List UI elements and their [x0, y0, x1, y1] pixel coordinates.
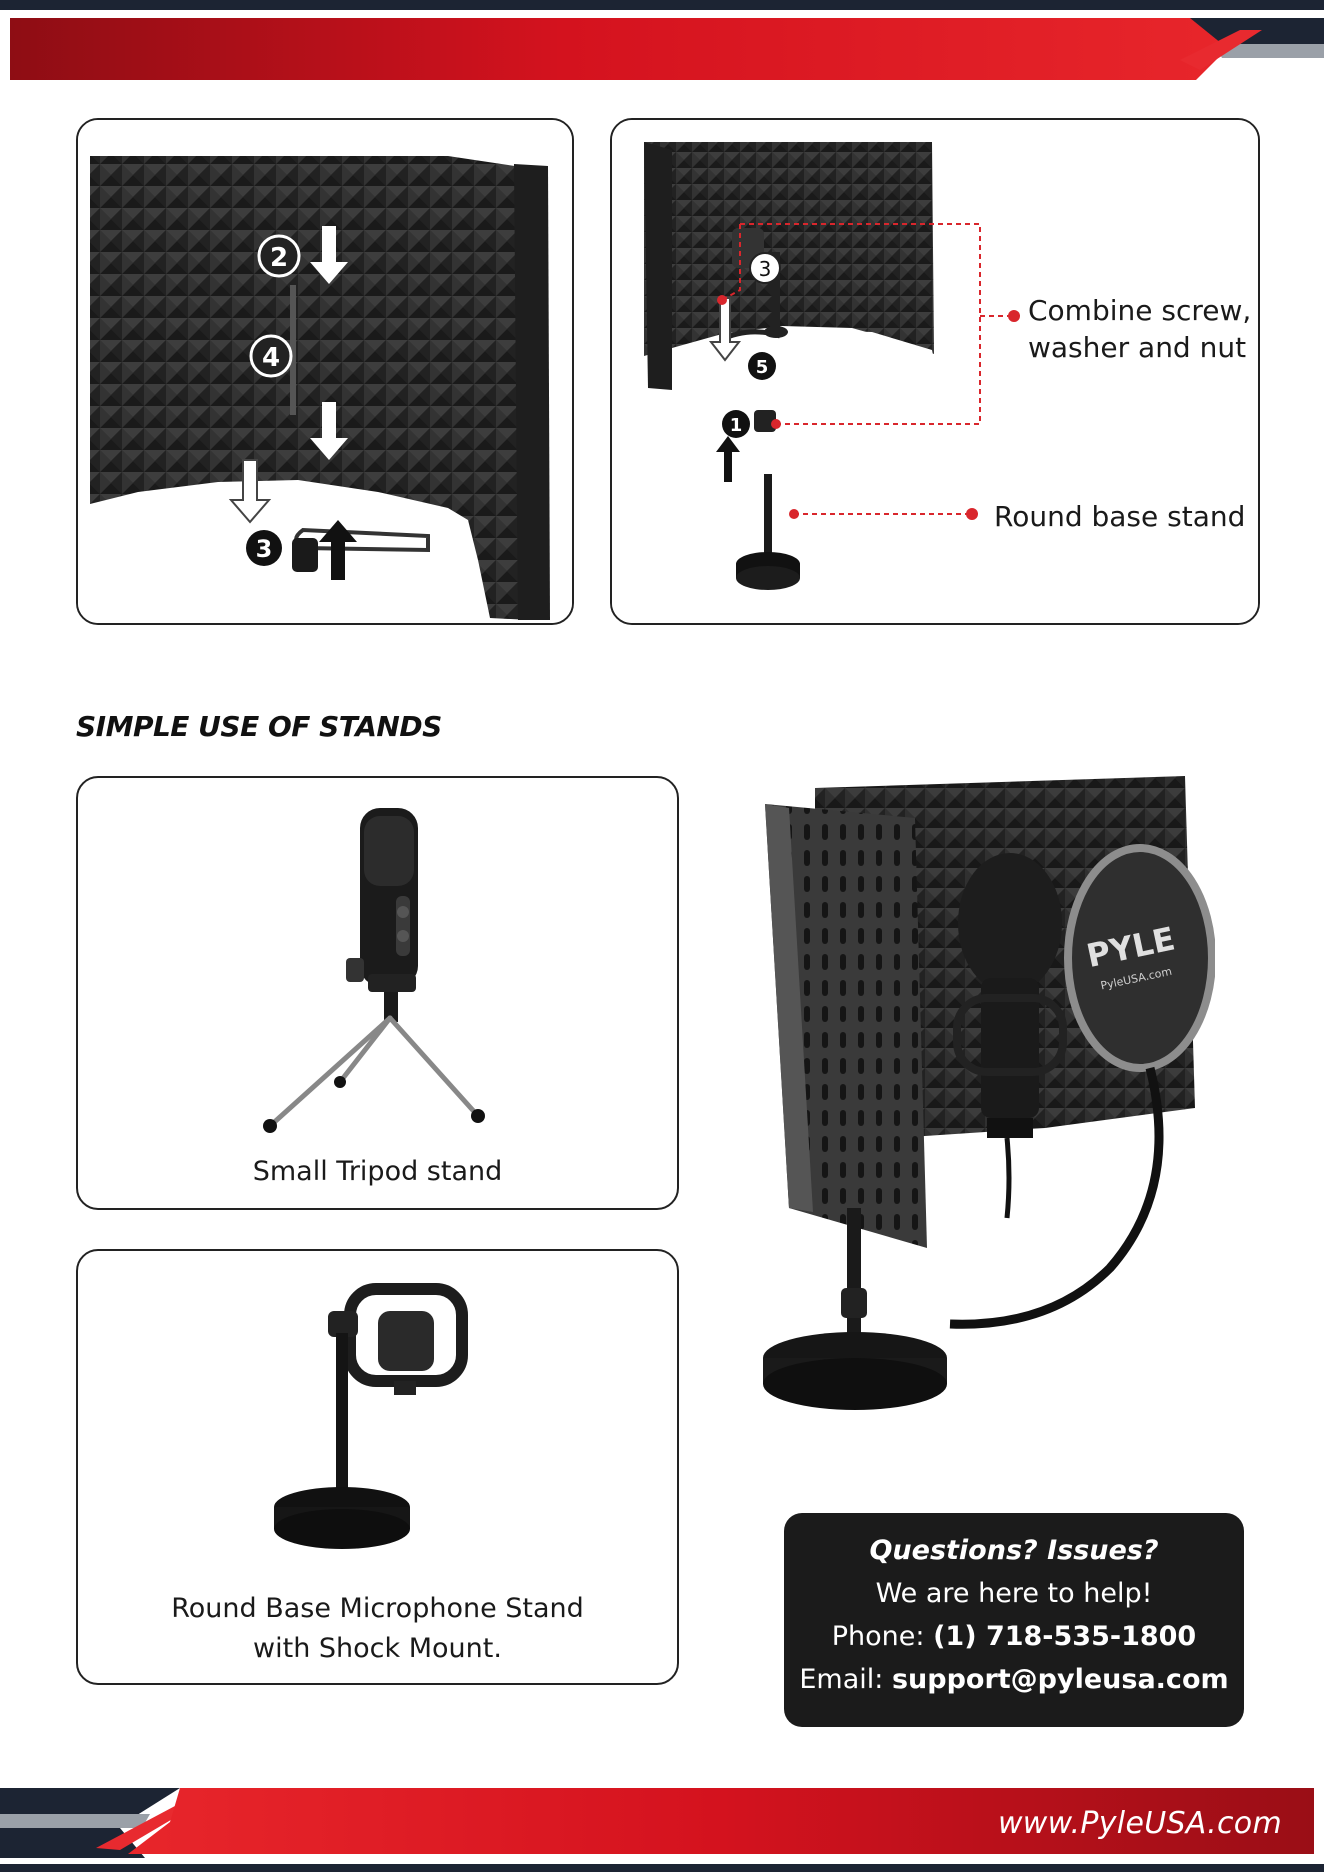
- step-label: 5: [756, 357, 769, 378]
- tripod-caption: Small Tripod stand: [78, 1152, 677, 1192]
- step-label: 1: [730, 415, 743, 436]
- assembly-step-image-right: 3 5 1 Combine screw, washer and nut Roun…: [610, 118, 1260, 625]
- round-base-caption-line2: with Shock Mount.: [78, 1629, 677, 1669]
- step-label: 3: [256, 535, 273, 563]
- callout-round-base-stand: Round base stand: [994, 498, 1254, 535]
- assembly-step-image-left: 2 4 3: [76, 118, 574, 625]
- round-base-stand-image: [78, 1251, 679, 1581]
- support-title: Questions? Issues?: [784, 1529, 1244, 1572]
- callout-combine-screw: Combine screw, washer and nut: [1028, 292, 1258, 366]
- phone-number-link[interactable]: (1) 718-535-1800: [933, 1621, 1196, 1652]
- header-band: [0, 0, 1324, 82]
- tripod-microphone-image: [78, 778, 679, 1158]
- round-base-caption: Round Base Microphone Stand with Shock M…: [78, 1589, 677, 1669]
- step-label: 2: [270, 243, 288, 273]
- mount-assembly-illustration: 3 5 1: [612, 120, 1260, 625]
- isolation-shield-product-image: PYLE PyleUSA.com: [745, 768, 1215, 1448]
- phone-label: Phone:: [832, 1621, 933, 1652]
- section-title: SIMPLE USE OF STANDS: [76, 710, 442, 743]
- isolation-shield-assembly-illustration: 2 4 3: [78, 120, 574, 625]
- product-photo-isolation-shield: PYLE PyleUSA.com: [745, 768, 1215, 1448]
- round-base-stand-panel: Round Base Microphone Stand with Shock M…: [76, 1249, 679, 1685]
- step-label: 3: [759, 257, 772, 281]
- email-link[interactable]: support@pyleusa.com: [892, 1664, 1229, 1695]
- footer-website-link[interactable]: www.PyleUSA.com: [998, 1806, 1282, 1841]
- header-band-graphic: [0, 0, 1324, 82]
- round-base-caption-line1: Round Base Microphone Stand: [78, 1589, 677, 1629]
- support-contact-box: Questions? Issues? We are here to help! …: [784, 1513, 1244, 1727]
- tripod-stand-panel: Small Tripod stand: [76, 776, 679, 1210]
- email-label: Email:: [799, 1664, 892, 1695]
- support-subtitle: We are here to help!: [784, 1572, 1244, 1615]
- support-email-line: Email: support@pyleusa.com: [784, 1658, 1244, 1701]
- step-label: 4: [262, 343, 280, 373]
- support-phone-line: Phone: (1) 718-535-1800: [784, 1615, 1244, 1658]
